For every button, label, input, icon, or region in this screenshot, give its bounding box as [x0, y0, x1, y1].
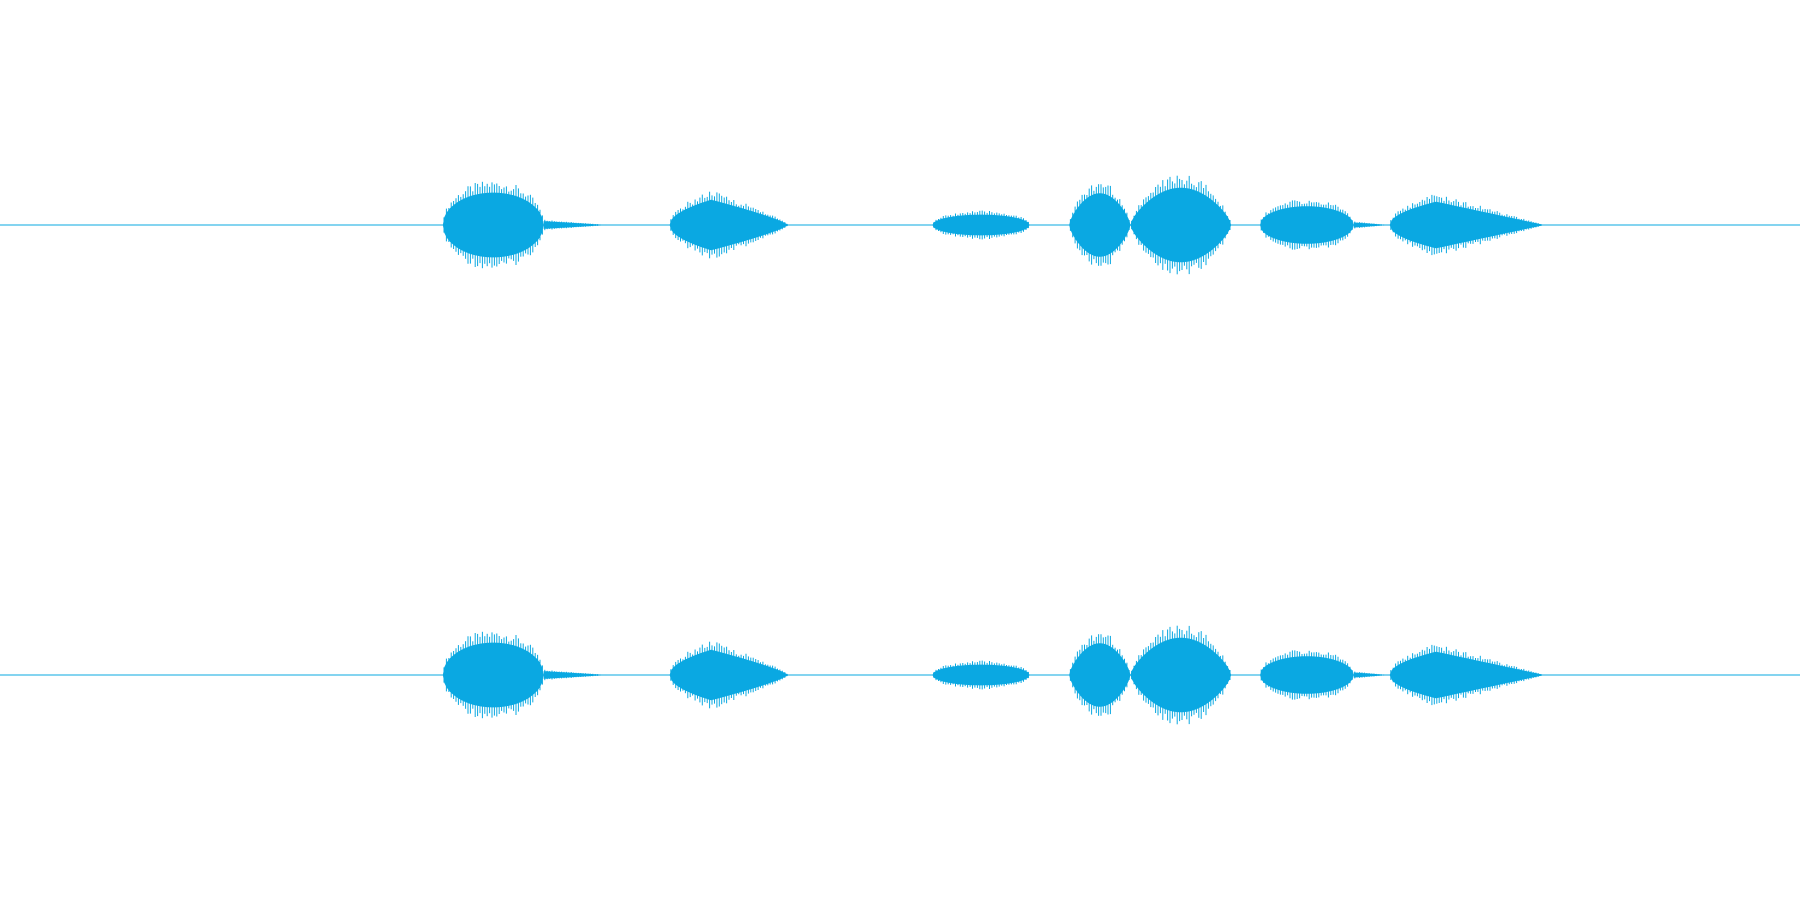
- channel-1-segment-8: [1353, 221, 1390, 229]
- channel-2-waveform[interactable]: [0, 450, 1800, 900]
- channel-1-segment-3: [669, 191, 789, 259]
- channel-1-segment-9: [1389, 194, 1545, 256]
- channel-1-segment-4-envelope: [932, 214, 1030, 236]
- channel-2-segment-5: [1069, 634, 1131, 716]
- channel-2-segment-6: [1130, 625, 1232, 725]
- channel-2-svg: [0, 625, 1800, 725]
- channel-2-segment-8: [1353, 671, 1390, 679]
- channel-1-segment-4: [932, 210, 1030, 240]
- channel-2-segment-3: [669, 641, 789, 709]
- channel-2-segment-2: [543, 669, 609, 681]
- channel-1-svg: [0, 175, 1800, 275]
- channel-1-samples: [442, 175, 1545, 275]
- channel-2-segment-4-envelope: [932, 664, 1030, 686]
- channel-2-segment-1: [442, 631, 544, 719]
- channel-2-segment-5-envelope: [1069, 643, 1131, 707]
- channel-1-segment-1: [442, 181, 544, 269]
- channel-2-segment-4: [932, 660, 1030, 690]
- channel-1-segment-6: [1130, 175, 1232, 275]
- channel-1-segment-5-envelope: [1069, 193, 1131, 257]
- channel-1-waveform[interactable]: [0, 0, 1800, 450]
- channel-2-segment-9: [1389, 644, 1545, 706]
- channel-2-segment-7: [1260, 650, 1354, 700]
- channel-1-segment-7: [1260, 200, 1354, 250]
- channel-2-segment-9-envelope: [1389, 651, 1545, 699]
- channel-1-segment-9-envelope: [1389, 201, 1545, 249]
- channel-1-segment-5: [1069, 184, 1131, 266]
- channel-2-samples: [442, 625, 1545, 725]
- channel-1-segment-2: [543, 219, 609, 231]
